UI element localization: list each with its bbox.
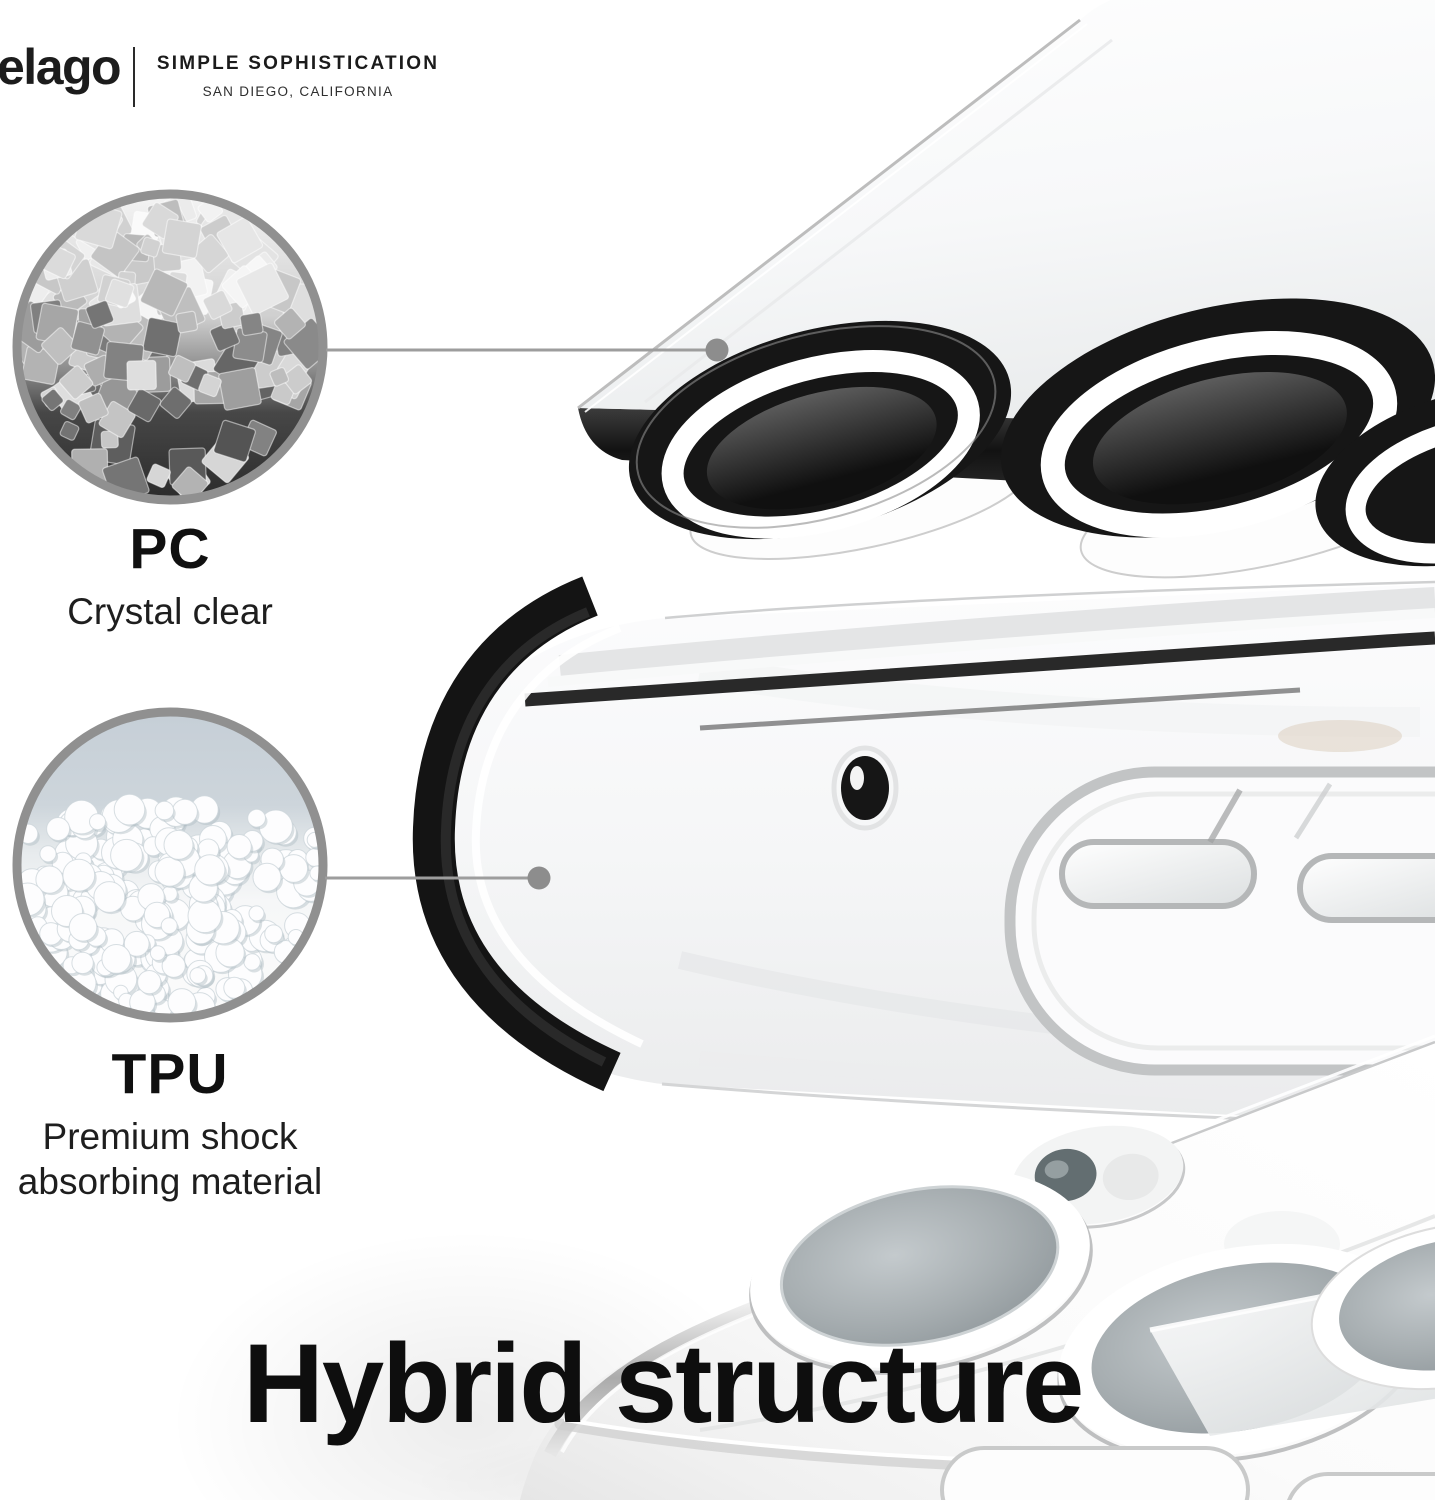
brand-location: SAN DIEGO, CALIFORNIA [202, 84, 394, 99]
tpu-frame-glint-1 [1207, 788, 1243, 844]
case-port-slot-2 [1287, 1472, 1435, 1500]
camera-lens-partial [1310, 1221, 1435, 1391]
pc-label-block: PC Crystal clear [0, 521, 340, 634]
tpu-material-photo [12, 707, 328, 1023]
plate-top-edge-highlight [584, 23, 1088, 413]
pc-material-name: PC [129, 517, 211, 581]
pc-material-photo [12, 189, 328, 505]
tpu-slot-2 [1297, 853, 1435, 923]
tpu-left-rim-highlight [471, 624, 644, 1048]
tpu-connector-dot [527, 866, 551, 890]
tpu-warm-reflection [1278, 720, 1402, 752]
pc-pellets-texture [21, 198, 319, 496]
camera-lens-large-1 [749, 1168, 1093, 1375]
tpu-top-dark-seam [524, 631, 1435, 707]
tpu-connector [325, 866, 551, 890]
pc-description-line-1: Crystal clear [67, 591, 273, 632]
tpu-case-render [412, 576, 1435, 1128]
pc-material-description: Crystal clear [0, 589, 340, 634]
tpu-pellets-texture [21, 793, 319, 1014]
tpu-top-outline [664, 580, 1435, 620]
tpu-description-line-1: Premium shock [42, 1116, 298, 1157]
case-port-slot-1 [940, 1446, 1250, 1500]
brand-tagline: SIMPLE SOPHISTICATION [156, 53, 440, 74]
tpu-photo-border [12, 707, 328, 1023]
tpu-material-name: TPU [111, 1042, 229, 1106]
pc-photo-border [12, 189, 328, 505]
hybrid-case-render [170, 1034, 1435, 1500]
tpu-hole-glint [850, 766, 864, 790]
brand-logo: elago [0, 39, 122, 95]
brand-text-block: SIMPLE SOPHISTICATION SAN DIEGO, CALIFOR… [156, 53, 440, 99]
tpu-material-description: Premium shock absorbing material [0, 1114, 340, 1204]
tpu-frame-glint-2 [1293, 782, 1333, 840]
tpu-hole-outline [831, 745, 899, 831]
tpu-camera-frame-inner [1031, 791, 1435, 1051]
tpu-top-chrome-band [558, 587, 1435, 681]
tpu-left-rim-shade [440, 607, 607, 1067]
pc-connector [326, 338, 729, 362]
brand-divider [133, 47, 135, 107]
tpu-label-block: TPU Premium shock absorbing material [0, 1046, 340, 1204]
tpu-secondary-seam [699, 687, 1301, 731]
tpu-top-chrome-highlight [547, 608, 1435, 687]
headline: Hybrid structure [243, 1321, 1084, 1447]
plate-top-edge [577, 18, 1081, 410]
tpu-slot-1 [1059, 839, 1257, 909]
tpu-description-line-2: absorbing material [17, 1161, 323, 1203]
tpu-hole [841, 756, 889, 820]
pc-case-render [577, 0, 1435, 579]
camera-cutout-3 [1315, 385, 1435, 567]
pc-connector-dot [705, 338, 729, 362]
tpu-left-rim-dark-crescent [412, 576, 621, 1092]
camera-cutout-1 [628, 320, 1012, 540]
